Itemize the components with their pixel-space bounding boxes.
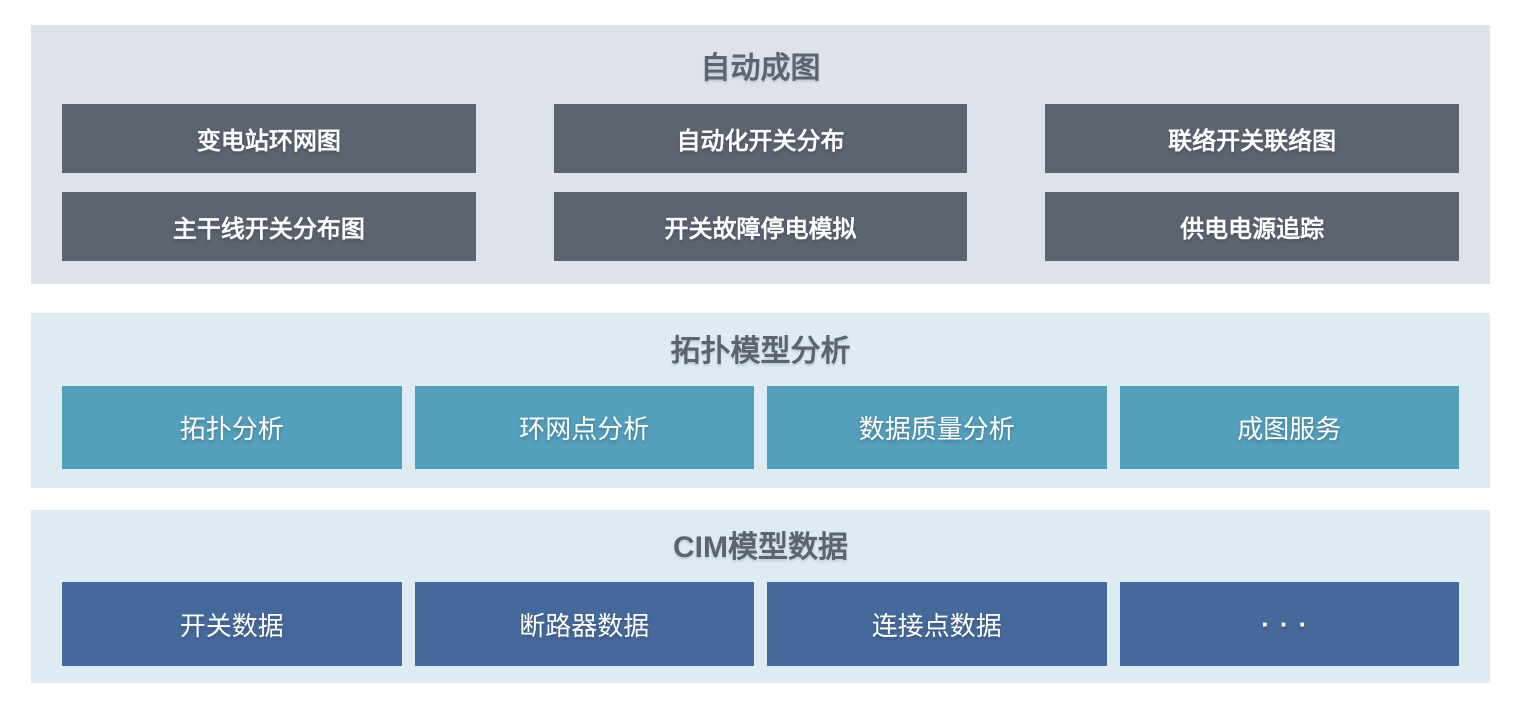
auto-diagram-row-1: 变电站环网图 自动化开关分布 联络开关联络图 (62, 104, 1460, 173)
topology-analysis-row: 拓扑分析 环网点分析 数据质量分析 成图服务 (62, 386, 1459, 469)
module-label: 主干线开关分布图 (172, 216, 365, 243)
section-auto-diagram: 自动成图 变电站环网图 自动化开关分布 联络开关联络图 主干线开关分布图 开关故… (31, 25, 1490, 284)
auto-diagram-row-2: 主干线开关分布图 开关故障停电模拟 供电电源追踪 (62, 192, 1460, 261)
module-label: 断路器数据 (519, 610, 650, 641)
module-box-automation-switch-distribution: 自动化开关分布 (553, 104, 968, 173)
section-topology-analysis: 拓扑模型分析 拓扑分析 环网点分析 数据质量分析 成图服务 (31, 313, 1490, 488)
module-label: 供电电源追踪 (1180, 216, 1325, 243)
module-box-fault-outage-simulation: 开关故障停电模拟 (553, 192, 968, 261)
module-box-ellipsis: ··· (1119, 582, 1459, 666)
module-label: 开关数据 (179, 610, 284, 641)
module-box-power-source-tracing: 供电电源追踪 (1045, 192, 1460, 261)
cim-model-data-row: 开关数据 断路器数据 连接点数据 ··· (62, 582, 1459, 666)
module-label: 联络开关联络图 (1168, 128, 1337, 155)
section-topology-analysis-title: 拓扑模型分析 (670, 335, 851, 368)
module-box-topology-analysis: 拓扑分析 (62, 386, 402, 469)
section-cim-model-data-title: CIM模型数据 (673, 531, 848, 564)
module-label: 连接点数据 (871, 610, 1002, 641)
module-box-trunk-switch-distribution: 主干线开关分布图 (62, 192, 476, 261)
module-box-switch-data: 开关数据 (62, 582, 402, 666)
module-label: 拓扑分析 (179, 414, 284, 444)
ellipsis-label: ··· (1261, 608, 1318, 639)
module-box-tie-switch-diagram: 联络开关联络图 (1045, 104, 1460, 173)
section-auto-diagram-title: 自动成图 (700, 52, 821, 85)
module-label: 数据质量分析 (858, 414, 1015, 444)
module-label: 变电站环网图 (196, 128, 341, 155)
module-box-connection-point-data: 连接点数据 (767, 582, 1107, 666)
module-label: 开关故障停电模拟 (664, 216, 857, 243)
module-box-breaker-data: 断路器数据 (414, 582, 754, 666)
section-cim-model-data: CIM模型数据 开关数据 断路器数据 连接点数据 ··· (31, 510, 1490, 683)
module-label: 成图服务 (1237, 414, 1342, 444)
module-box-diagram-service: 成图服务 (1119, 386, 1459, 469)
module-box-ring-point-analysis: 环网点分析 (414, 386, 754, 469)
module-box-data-quality-analysis: 数据质量分析 (767, 386, 1107, 469)
module-label: 环网点分析 (519, 414, 650, 444)
module-label: 自动化开关分布 (676, 128, 845, 155)
module-box-substation-ring-diagram: 变电站环网图 (62, 104, 476, 173)
